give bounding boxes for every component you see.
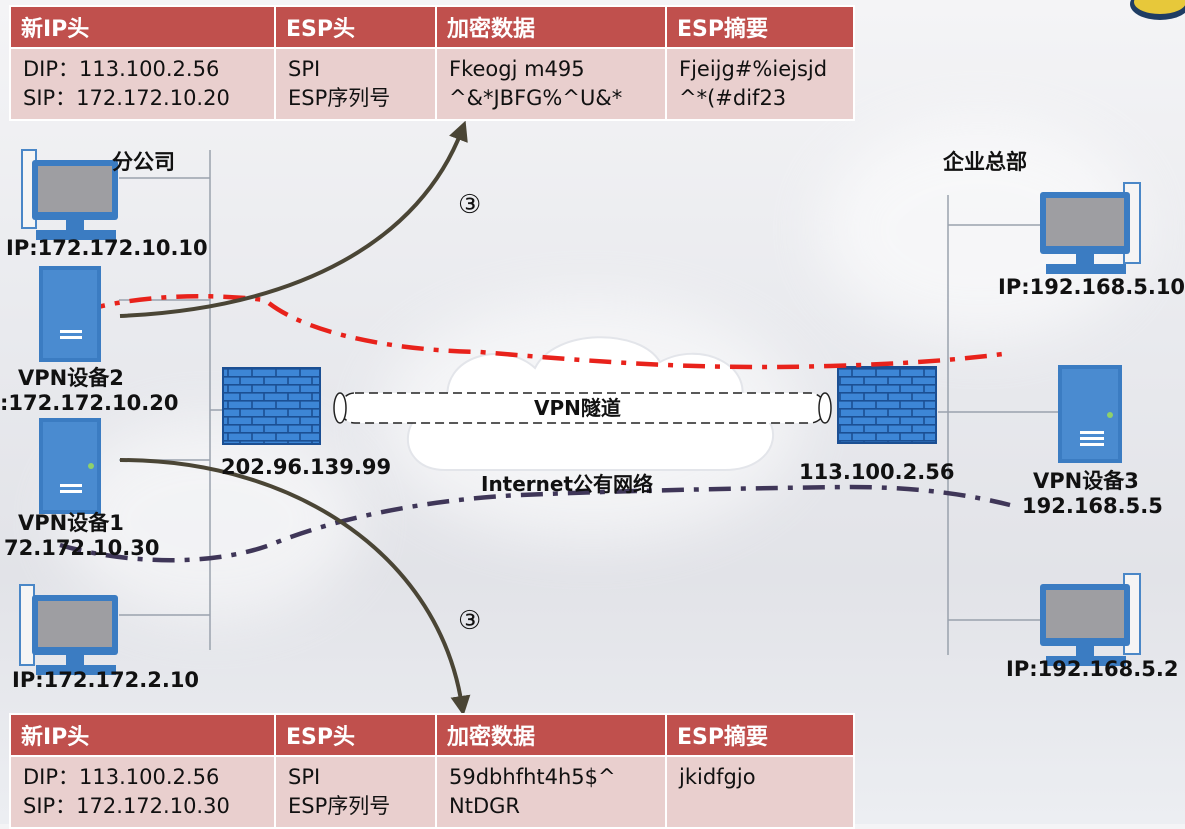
branch-firewall-ip: 202.96.139.99 bbox=[221, 455, 392, 479]
cell-esp: SPI ESP序列号 bbox=[274, 755, 437, 829]
arrow-to-top-packet bbox=[119, 120, 468, 318]
dip-text: DIP：113.100.2.56 bbox=[23, 57, 220, 81]
arrow-to-bottom-packet bbox=[119, 458, 471, 716]
vpn-device-1-icon bbox=[39, 418, 101, 514]
firewall-hq bbox=[837, 366, 937, 444]
header-esp-digest: ESP摘要 bbox=[665, 713, 855, 757]
step-marker-bottom: ③ bbox=[458, 606, 482, 636]
vpn-device-2-name: VPN设备2 bbox=[18, 366, 124, 390]
hq-pc-top-ip: IP:192.168.5.10 bbox=[998, 275, 1185, 299]
dip-text: DIP：113.100.2.56 bbox=[23, 765, 220, 789]
header-esp: ESP头 bbox=[274, 713, 437, 757]
logo-fragment bbox=[1130, 0, 1185, 20]
digest-line: ^*(#dif23 bbox=[679, 86, 787, 110]
hq-title: 企业总部 bbox=[943, 150, 1027, 174]
packet-body-row: DIP：113.100.2.56 SIP：172.172.10.30 SPI E… bbox=[9, 755, 855, 829]
header-esp: ESP头 bbox=[274, 5, 437, 49]
vpn-device-2-ip: :172.172.10.20 bbox=[0, 391, 179, 415]
hq-pc-bottom-icon bbox=[1040, 573, 1141, 666]
sip-text: SIP：172.172.10.20 bbox=[23, 86, 230, 110]
hq-pc-bottom-ip: IP:192.168.5.2 bbox=[1006, 657, 1179, 681]
branch-pc-bottom-icon bbox=[19, 584, 118, 675]
branch-pc-top-ip: IP:172.172.10.10 bbox=[6, 236, 208, 260]
vpn-device-3-name: VPN设备3 bbox=[1033, 469, 1139, 493]
red-vpn-path bbox=[38, 293, 1011, 370]
packet-header-row: 新IP头 ESP头 加密数据 ESP摘要 bbox=[9, 5, 855, 49]
encrypted-line: Fkeogj m495 bbox=[449, 57, 585, 81]
seq-text: ESP序列号 bbox=[288, 86, 391, 110]
cell-encrypted-data: Fkeogj m495 ^&*JBFG%^U&* bbox=[435, 47, 667, 121]
vpn-device-1-name: VPN设备1 bbox=[18, 511, 124, 535]
firewall-branch bbox=[222, 367, 321, 445]
cell-encrypted-data: 59dbhfht4h5$^ NtDGR bbox=[435, 755, 667, 829]
vpn-device-2-icon bbox=[39, 266, 101, 362]
vpn-device-1-ip: 72.172.10.30 bbox=[4, 536, 160, 560]
vpn-device-3-ip: 192.168.5.5 bbox=[1022, 494, 1163, 518]
cell-esp-digest: jkidfgjo bbox=[665, 755, 855, 829]
packet-header-row: 新IP头 ESP头 加密数据 ESP摘要 bbox=[9, 713, 855, 757]
hq-firewall-ip: 113.100.2.56 bbox=[799, 460, 955, 484]
header-esp-digest: ESP摘要 bbox=[665, 5, 855, 49]
branch-title: 分公司 bbox=[112, 150, 175, 174]
sip-text: SIP：172.172.10.30 bbox=[23, 794, 230, 818]
vpn-tunnel-label: VPN隧道 bbox=[534, 396, 621, 420]
header-encrypted-data: 加密数据 bbox=[435, 713, 667, 757]
header-new-ip: 新IP头 bbox=[9, 713, 276, 757]
vpn-device-3-icon bbox=[1058, 365, 1122, 463]
vpn-tunnel bbox=[333, 392, 832, 424]
step-marker-top: ③ bbox=[458, 190, 482, 220]
digest-line: Fjeijg#%iejsjd bbox=[679, 57, 828, 81]
bottom-packet-table: 新IP头 ESP头 加密数据 ESP摘要 DIP：113.100.2.56 SI… bbox=[9, 713, 855, 829]
top-packet-table: 新IP头 ESP头 加密数据 ESP摘要 DIP：113.100.2.56 SI… bbox=[9, 5, 855, 121]
header-new-ip: 新IP头 bbox=[9, 5, 276, 49]
digest-line: jkidfgjo bbox=[679, 765, 756, 789]
encrypted-line: 59dbhfht4h5$^ bbox=[449, 765, 616, 789]
cell-new-ip: DIP：113.100.2.56 SIP：172.172.10.30 bbox=[9, 755, 276, 829]
encrypted-line: NtDGR bbox=[449, 794, 520, 818]
cell-new-ip: DIP：113.100.2.56 SIP：172.172.10.20 bbox=[9, 47, 276, 121]
branch-pc-bottom-ip: IP:172.172.2.10 bbox=[12, 668, 200, 692]
internet-label: Internet公有网络 bbox=[481, 472, 654, 496]
header-encrypted-data: 加密数据 bbox=[435, 5, 667, 49]
hq-pc-top-icon bbox=[1040, 182, 1141, 274]
spi-text: SPI bbox=[288, 57, 321, 81]
cell-esp: SPI ESP序列号 bbox=[274, 47, 437, 121]
branch-pc-top-icon bbox=[21, 149, 118, 240]
purple-vpn-path bbox=[59, 484, 1011, 563]
cell-esp-digest: Fjeijg#%iejsjd ^*(#dif23 bbox=[665, 47, 855, 121]
encrypted-line: ^&*JBFG%^U&* bbox=[449, 86, 623, 110]
spi-text: SPI bbox=[288, 765, 321, 789]
seq-text: ESP序列号 bbox=[288, 794, 391, 818]
packet-body-row: DIP：113.100.2.56 SIP：172.172.10.20 SPI E… bbox=[9, 47, 855, 121]
